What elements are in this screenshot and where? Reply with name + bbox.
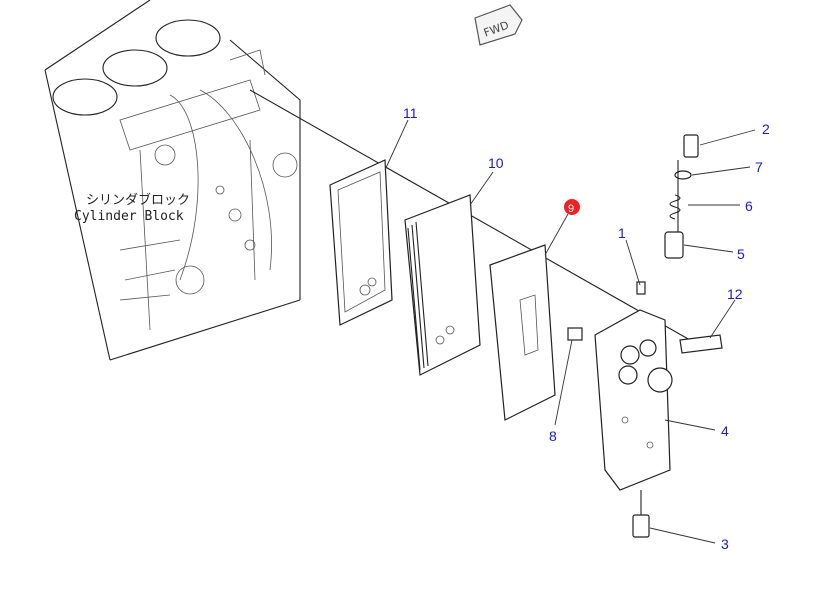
callout-2: 2 bbox=[762, 121, 770, 137]
cylinder-block-label-en: Cylinder Block bbox=[74, 209, 184, 224]
part-6-spring bbox=[669, 194, 681, 220]
cylinder-block bbox=[44, 0, 301, 361]
part-9-gasket bbox=[489, 244, 556, 421]
part-10-oil-cooler bbox=[404, 194, 481, 376]
callout-11: 11 bbox=[403, 105, 418, 121]
callout-7: 7 bbox=[755, 159, 763, 175]
callout-5: 5 bbox=[737, 246, 745, 262]
cylinder-block-label-jp: シリンダブロック bbox=[86, 192, 190, 208]
callout-9-highlight bbox=[564, 199, 580, 215]
fwd-arrow-marker: FWD bbox=[474, 4, 523, 46]
part-5-valve bbox=[664, 231, 684, 259]
part-11-gasket bbox=[329, 159, 393, 326]
part-2-plug bbox=[683, 134, 699, 158]
callout-10: 10 bbox=[488, 155, 504, 171]
leader-lines bbox=[384, 119, 756, 544]
part-3-drain-plug bbox=[632, 514, 650, 538]
part-8-connector bbox=[567, 327, 583, 341]
callout-6: 6 bbox=[745, 198, 753, 214]
callout-4: 4 bbox=[721, 423, 729, 439]
callout-12: 12 bbox=[727, 286, 743, 302]
callout-3: 3 bbox=[721, 536, 729, 552]
part-7-o-ring bbox=[674, 170, 692, 180]
part-4-filter-head bbox=[594, 309, 673, 491]
part-1-fitting bbox=[636, 281, 646, 295]
callout-9: 9 bbox=[568, 203, 574, 215]
part-12-bolt bbox=[679, 334, 723, 354]
callout-1: 1 bbox=[618, 225, 626, 241]
callout-8: 8 bbox=[549, 428, 557, 444]
